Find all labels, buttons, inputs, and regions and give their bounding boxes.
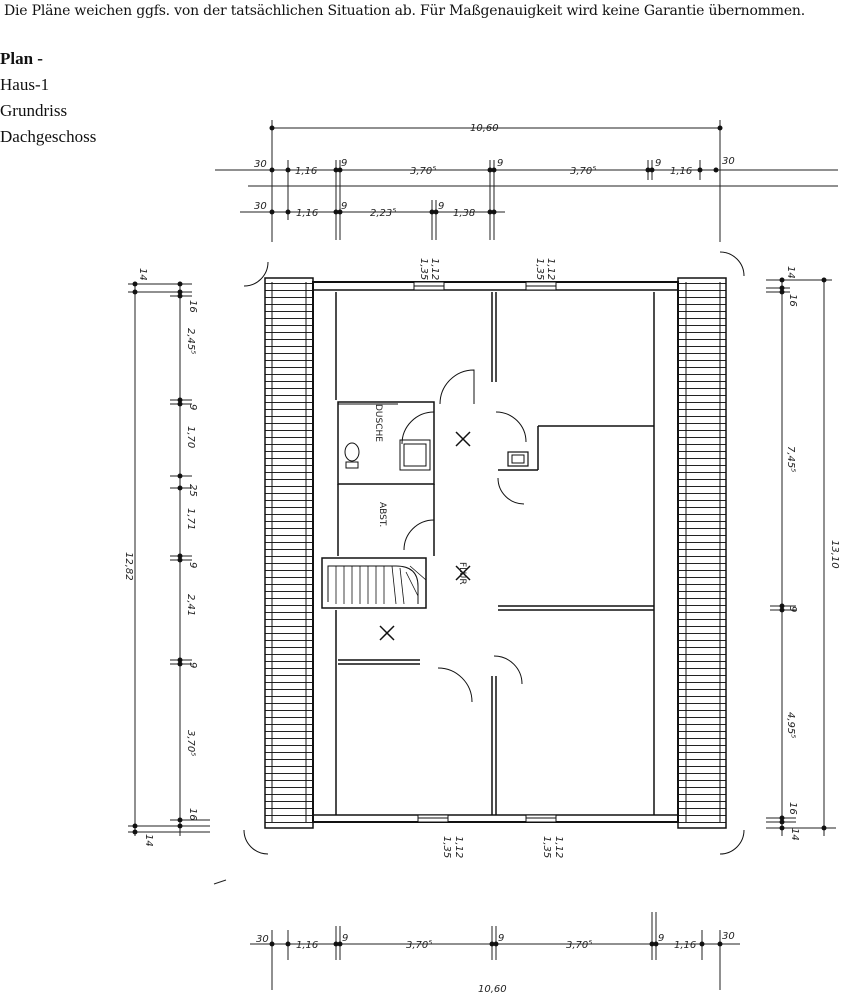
dim-bot-win-0: 1,12: [453, 836, 464, 858]
plan-heading: Plan -: [0, 49, 43, 68]
building-walls: [264, 277, 727, 829]
dim-bot-0: 30: [256, 934, 269, 945]
dim-right-total: 13,10: [829, 540, 840, 569]
top-dimension-labels: 10,60 30 1,16 9 3,70⁵ 9 3,70⁵ 9 1,16 30 …: [254, 123, 735, 219]
dim-left-total: 12,82: [123, 552, 134, 581]
right-dimensions: [766, 279, 836, 836]
dim-right-6: 14: [789, 828, 800, 841]
dim-left-12: 14: [143, 834, 154, 847]
dim-left-10: 3,70⁵: [185, 730, 196, 756]
dim-top-r1-1: 1,16: [295, 166, 317, 177]
dim-top-r2-3: 2,23⁵: [370, 208, 396, 219]
dim-right-4: 4,95⁵: [785, 712, 796, 738]
dim-top-r2-4: 9: [438, 201, 444, 212]
dim-right-5: 16: [787, 802, 798, 815]
dim-bot-1: 1,16: [296, 940, 318, 951]
disclaimer-text: Die Pläne weichen ggfs. von der tatsächl…: [4, 3, 805, 19]
dim-top-r1-7: 1,16: [670, 166, 692, 177]
roof-slope-left: [264, 277, 314, 829]
room-label-dusche: DUSCHE: [373, 404, 383, 442]
dim-right-2: 7,45⁵: [785, 446, 796, 472]
bottom-dimension-labels: 30 1,16 9 3,70⁵ 9 3,70⁵ 9 1,16 30 10,60: [256, 931, 735, 995]
dim-top-win-3: 1,35: [534, 258, 545, 280]
top-dimensions: [215, 120, 838, 242]
dim-top-r2-0: 30: [254, 201, 267, 212]
dim-bot-7: 1,16: [674, 940, 696, 951]
dim-top-win-0: 1,12: [429, 258, 440, 280]
top-dimension-dots: [269, 125, 723, 215]
dim-bot-win-3: 1,35: [541, 836, 552, 858]
dim-left-11: 16: [187, 808, 198, 821]
left-dimensions: [128, 282, 210, 836]
dim-bot-3: 3,70⁵: [406, 940, 432, 951]
dim-top-win-2: 1,12: [545, 258, 556, 280]
dim-left-2: 2,45⁵: [185, 328, 196, 354]
dim-top-r1-8: 30: [722, 156, 735, 167]
left-dimension-labels: 12,82 14 16 2,45⁵ 9 1,70 25 1,71 9 2,41 …: [123, 268, 198, 847]
dim-bot-8: 30: [722, 931, 735, 942]
dim-left-1: 16: [187, 300, 198, 313]
dim-left-5: 25: [187, 484, 198, 497]
dim-top-win-1: 1,35: [418, 258, 429, 280]
dim-right-3: 9: [787, 606, 798, 612]
door-swings: [243, 251, 745, 855]
dim-left-9: 9: [187, 662, 198, 668]
plan-house: Haus-1: [0, 75, 50, 94]
dim-right-1: 16: [787, 294, 798, 307]
dim-top-r2-2: 9: [341, 201, 347, 212]
roof-slope-right: [677, 277, 727, 829]
dim-bot-4: 9: [498, 933, 504, 944]
right-dimension-labels: 13,10 14 16 7,45⁵ 9 4,95⁵ 16 14: [785, 266, 840, 841]
dim-bot-2: 9: [342, 933, 348, 944]
dim-right-0: 14: [785, 266, 796, 279]
dim-left-4: 1,70: [185, 426, 196, 448]
plan-info: Plan - Haus-1 Grundriss Dachgeschoss: [0, 46, 96, 150]
dim-top-r2-1: 1,16: [296, 208, 318, 219]
dim-top-r1-5: 3,70⁵: [570, 166, 596, 177]
bottom-dimension-dots: [269, 941, 723, 947]
dim-left-6: 1,71: [185, 508, 196, 530]
room-label-abst: ABST.: [377, 502, 387, 527]
dim-top-total: 10,60: [470, 123, 499, 134]
dim-top-r1-6: 9: [655, 158, 661, 169]
dim-left-0: 14: [137, 268, 148, 281]
dim-top-r1-4: 9: [497, 158, 503, 169]
dim-bot-5: 3,70⁵: [566, 940, 592, 951]
dim-top-r1-0: 30: [254, 159, 267, 170]
dim-left-8: 2,41: [185, 594, 196, 616]
top-window-dimensions: 1,12 1,35 1,12 1,35: [418, 258, 556, 280]
bottom-window-dimensions: 1,12 1,35 1,12 1,35: [441, 836, 564, 858]
dim-bot-win-1: 1,35: [441, 836, 452, 858]
dim-bot-6: 9: [658, 933, 664, 944]
plan-type: Grundriss: [0, 101, 68, 120]
windows: [413, 281, 557, 823]
dim-top-r1-3: 3,70⁵: [410, 166, 436, 177]
dim-left-3: 9: [187, 404, 198, 410]
plan-floor: Dachgeschoss: [0, 127, 97, 146]
x-markers: [379, 431, 471, 641]
dim-left-7: 9: [187, 562, 198, 568]
dim-top-r2-5: 1,38: [453, 208, 475, 219]
room-label-flur: FLUR: [457, 562, 467, 585]
dim-top-r1-2: 9: [341, 158, 347, 169]
left-dimension-dots: [132, 281, 183, 835]
dim-bot-total: 10,60: [478, 984, 507, 995]
right-dimension-dots: [779, 277, 827, 831]
dim-bot-win-2: 1,12: [553, 836, 564, 858]
